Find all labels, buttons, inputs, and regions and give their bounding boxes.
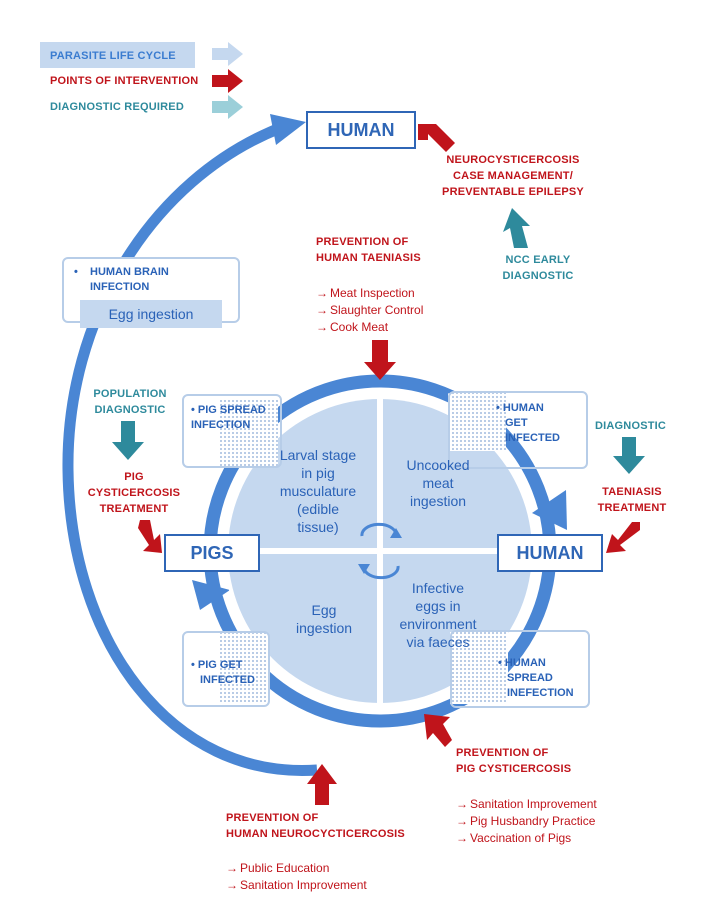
pig-cysticercosis-arrow xyxy=(424,714,452,747)
list-item: →Meat Inspection xyxy=(316,286,415,300)
human-top-box: HUMAN xyxy=(306,111,416,149)
list-item: →Pig Husbandry Practice xyxy=(456,814,596,828)
outer-loop-arrowhead xyxy=(270,114,306,145)
pig-treatment-arrow xyxy=(138,520,162,553)
prevention-taeniasis-list: →Meat Inspection →Slaughter Control →Coo… xyxy=(316,285,423,336)
list-item: →Sanitation Improvement xyxy=(456,797,597,811)
taeniasis-treatment-text: TAENIASIS TREATMENT xyxy=(597,486,667,514)
list-item: →Slaughter Control xyxy=(316,303,424,317)
quadrant-larval-stage: Larval stage in pig musculature (edible … xyxy=(279,447,357,535)
quadrant-egg-ingestion: Egg ingestion xyxy=(295,602,353,636)
outer-life-cycle-loop xyxy=(62,122,318,776)
population-diagnostic-arrow xyxy=(112,421,144,460)
prevention-taeniasis-arrow xyxy=(364,340,396,380)
human-brain-bullet: • xyxy=(74,266,78,278)
prevention-ncc-arrow xyxy=(307,764,337,805)
taeniasis-treatment-arrow xyxy=(606,522,640,553)
diagnostic-right-text: DIAGNOSTIC xyxy=(595,420,667,432)
prevention-cysticercosis-list: →Sanitation Improvement →Pig Husbandry P… xyxy=(456,796,597,847)
egg-ingestion-label: Egg ingestion xyxy=(80,300,222,328)
legend-diagnostic-label: DIAGNOSTIC REQUIRED xyxy=(50,101,184,113)
legend-life-cycle-arrow xyxy=(40,42,243,68)
pigs-box: PIGS xyxy=(164,534,260,572)
ncc-early-text: NCC EARLY DIAGNOSTIC xyxy=(502,254,574,282)
list-item: →Cook Meat xyxy=(316,320,389,334)
ncc-early-arrow xyxy=(503,208,530,248)
pig-spread-box: • PIG SPREAD INFECTION xyxy=(182,394,282,468)
ring-arrowhead-left xyxy=(192,580,230,610)
list-item: →Sanitation Improvement xyxy=(226,878,367,892)
ncc-management-text: NEUROCYSTICERCOSIS CASE MANAGEMENT/ PREV… xyxy=(442,154,584,198)
population-diagnostic-text: POPULATION DIAGNOSTIC xyxy=(93,388,167,416)
pig-treatment-text: PIG CYSTICERCOSIS TREATMENT xyxy=(87,471,181,515)
cycle-icon xyxy=(360,522,400,580)
legend-diagnostic-arrow xyxy=(212,95,243,119)
prevention-ncc-title: PREVENTION OF HUMAN NEUROCYCTICERCOSIS xyxy=(226,812,405,840)
list-item: →Public Education xyxy=(226,861,330,875)
ring-arrowhead-right xyxy=(532,490,567,530)
pig-get-infected-box: • PIG GET INFECTED xyxy=(182,631,270,707)
ncc-management-arrow xyxy=(418,124,455,152)
prevention-taeniasis-title: PREVENTION OF HUMAN TAENIASIS xyxy=(316,236,421,264)
human-get-infected-box: • HUMAN GET INFECTED xyxy=(448,391,588,469)
legend-intervention-arrow xyxy=(212,69,243,93)
quadrant-infective-eggs: Infective eggs in environment via faeces xyxy=(399,580,477,650)
human-spread-box: • HUMAN SPREAD INEFECTION xyxy=(450,630,590,708)
human-mid-box: HUMAN xyxy=(497,534,603,572)
human-brain-label: HUMAN BRAIN INFECTION xyxy=(90,266,169,293)
list-item: →Vaccination of Pigs xyxy=(456,831,572,845)
legend-life-cycle-label: PARASITE LIFE CYCLE xyxy=(50,50,176,62)
legend-intervention-label: POINTS OF INTERVENTION xyxy=(50,75,199,87)
prevention-ncc-list: →Public Education →Sanitation Improvemen… xyxy=(226,860,367,894)
quadrant-uncooked-meat: Uncooked meat ingestion xyxy=(406,457,470,509)
prevention-cysticercosis-title: PREVENTION OF PIG CYSTICERCOSIS xyxy=(456,747,572,775)
diagnostic-right-arrow xyxy=(613,437,645,474)
